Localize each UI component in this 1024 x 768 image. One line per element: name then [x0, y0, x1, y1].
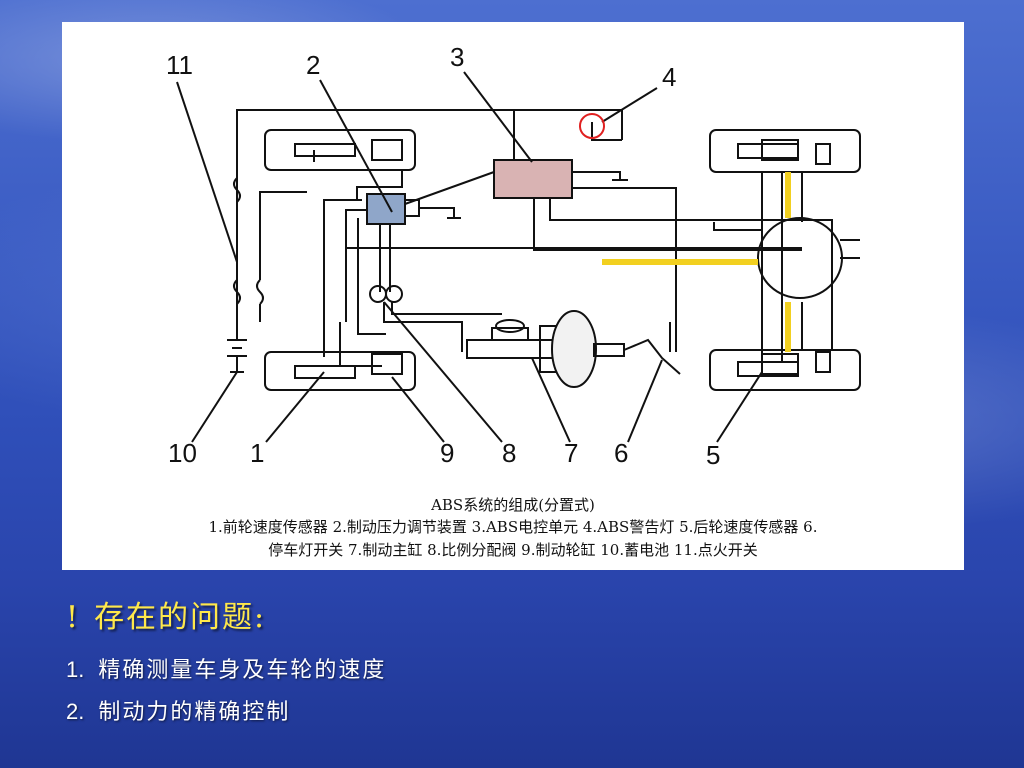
part-number-6: 6 [614, 438, 628, 468]
axle-lines [602, 172, 791, 352]
list-item: 2. 制动力的精确控制 [66, 694, 290, 726]
rear-wheel-top [709, 129, 861, 173]
list-item-text: 制动力的精确控制 [98, 700, 291, 725]
part-number-5: 5 [706, 440, 720, 470]
list-item-number: 1. [66, 657, 85, 682]
part-number-1: 1 [250, 438, 264, 468]
part-number-10: 10 [168, 438, 197, 468]
list-item-number: 2. [66, 699, 85, 724]
diagram-caption-title: ABS系统的组成(分置式) [431, 496, 595, 514]
rear-wheel-bottom [709, 349, 861, 391]
diagram-caption-line-2: 停车灯开关 7.制动主缸 8.比例分配阀 9.制动轮缸 10.蓄电池 11.点火… [268, 541, 758, 559]
heading-text: 存在的问题: [94, 600, 267, 635]
part-number-2: 2 [306, 50, 320, 80]
abs-warning-lamp-icon [579, 113, 605, 139]
list-item: 1. 精确测量车身及车轮的速度 [66, 652, 386, 684]
list-item-text: 精确测量车身及车轮的速度 [98, 658, 387, 683]
part-number-9: 9 [440, 438, 454, 468]
part-number-4: 4 [662, 62, 676, 92]
heading-bullet: ! [66, 600, 81, 635]
diagram-caption-line-1: 1.前轮速度传感器 2.制动压力调节装置 3.ABS电控单元 4.ABS警告灯 … [208, 518, 818, 536]
issues-heading: ! 存在的问题: [66, 592, 266, 636]
abs-diagram-panel: 11 2 3 4 10 1 9 8 7 6 5 ABS系统的组成(分置式) 1.… [62, 22, 964, 570]
part-number-7: 7 [564, 438, 578, 468]
front-left-wheel-top [264, 129, 416, 171]
part-number-11: 11 [166, 50, 193, 80]
part-number-3: 3 [450, 42, 464, 72]
abs-system-diagram: 11 2 3 4 10 1 9 8 7 6 5 [166, 42, 861, 470]
part-number-8: 8 [502, 438, 516, 468]
